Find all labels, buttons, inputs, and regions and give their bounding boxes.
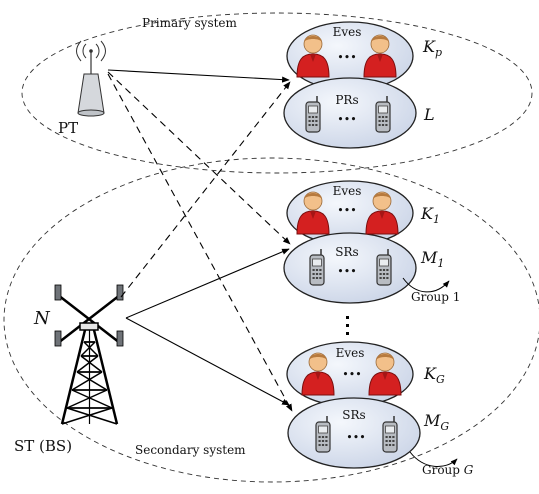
groupG-srs-label: SRs [342,408,365,422]
vertical-ellipsis [346,316,349,335]
groupG-eves-count: KG [423,364,445,386]
ellipsis: ••• [337,265,356,278]
secondary-system-title: Secondary system [135,443,246,457]
ellipsis: ••• [342,368,361,381]
primary-eves-label: Eves [333,25,362,39]
group1-eves-label: Eves [333,184,362,198]
ellipsis: ••• [337,113,356,126]
group1-arrow [402,277,450,293]
primary-prs-count: L [423,105,435,124]
group1-srs-label: SRs [335,245,358,259]
intended-links [107,69,290,406]
primary-eves-count: Kp [422,37,442,59]
group1-label: Group 1 [411,290,460,304]
groupG-arrow [409,451,458,467]
secondary-system-boundary [3,157,539,483]
groupG-srs-count: MG [423,411,449,433]
primary-system-boundary [21,12,533,174]
group1-eves-count: K1 [420,204,440,226]
pt-label: PT [58,119,78,137]
primary-system-title: Primary system [142,16,238,30]
ellipsis: ••• [346,431,365,444]
ellipsis: ••• [337,51,356,64]
antenna-tower-icon [76,40,106,117]
lattice-tower-icon [54,284,124,425]
st-label: ST (BS) [14,437,72,455]
antenna-count-label: N [33,308,51,329]
interference-links [107,71,293,412]
ellipsis: ••• [337,204,356,217]
group1-srs-count: M1 [420,248,444,270]
groupG-eves-label: Eves [336,346,365,360]
primary-prs-label: PRs [335,93,358,107]
groupG-label: Group G [422,463,474,477]
